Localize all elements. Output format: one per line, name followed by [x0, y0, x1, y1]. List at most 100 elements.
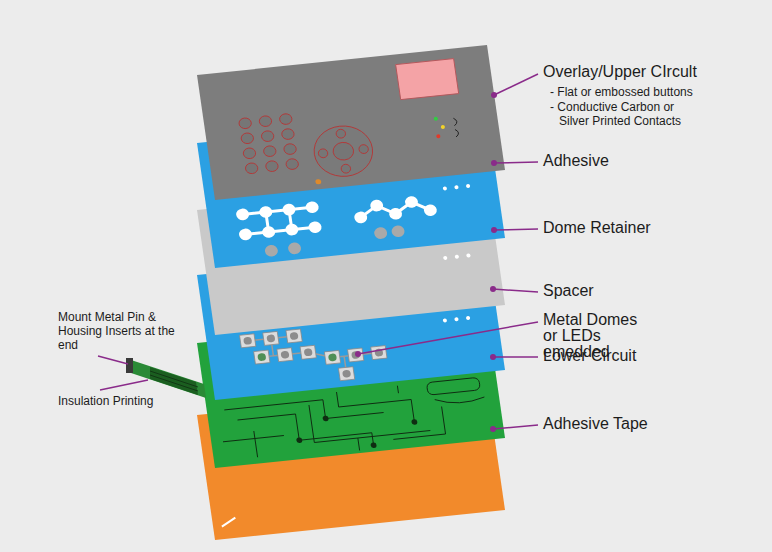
button [238, 117, 252, 129]
metal-dome [243, 337, 252, 345]
layer-label: Adhesive [543, 153, 743, 169]
dome-pad [286, 329, 302, 343]
metal-dome [304, 348, 313, 356]
vent-hole [466, 253, 471, 257]
overlay-mark [315, 179, 322, 185]
button [240, 132, 254, 144]
cutout-hole [261, 226, 275, 239]
assembly-note: Insulation Printing [58, 394, 198, 408]
circuit-trace [435, 395, 485, 406]
metal-dome [280, 351, 289, 359]
metal-dome [342, 370, 351, 378]
display-window [396, 59, 459, 100]
circuit-tail [128, 359, 206, 398]
dome-pad [263, 331, 279, 345]
leader-line [100, 380, 148, 390]
cutout-hole [391, 225, 405, 238]
metal-dome [266, 334, 275, 342]
led [257, 353, 266, 361]
button [283, 143, 297, 155]
vent-hole [454, 185, 459, 189]
dome-pad [277, 348, 293, 362]
vent-hole [466, 316, 471, 320]
button [259, 115, 273, 127]
navigation-pad [311, 123, 376, 179]
metal-dome [351, 351, 360, 359]
indicator-icon [453, 118, 459, 137]
circuit-pad [322, 415, 329, 421]
button [263, 145, 277, 157]
leader-line [493, 356, 538, 358]
leader-dot [490, 286, 496, 292]
indicator-led [436, 134, 441, 138]
leader-line [494, 162, 538, 163]
leader-line [494, 229, 538, 230]
leader-dot [355, 351, 361, 357]
vent-hole [443, 186, 448, 190]
dome-group [240, 321, 390, 391]
keypad [238, 113, 299, 174]
circuit-pad [296, 437, 303, 443]
overlay-layer [197, 45, 505, 200]
cutout-hole [308, 221, 322, 234]
cutout-hole [404, 196, 418, 209]
cutout-hole [388, 207, 402, 220]
feature-note: - Conductive Carbon or Silver Printed Co… [550, 100, 684, 128]
button [279, 113, 293, 125]
cutout-hole [373, 227, 387, 240]
dome-pad [300, 345, 316, 359]
cutout-hole [354, 211, 368, 224]
layer-label: Adhesive Tape [543, 416, 743, 432]
led [328, 353, 337, 361]
vent-hole [455, 254, 460, 258]
insulation-print [150, 367, 198, 395]
metal-pin [126, 358, 133, 373]
leader-dot [490, 426, 496, 432]
dome-pad [338, 367, 354, 381]
leader-line [494, 74, 538, 95]
dome-pad [240, 334, 256, 348]
leader-lines [98, 74, 538, 429]
leader-line [493, 289, 538, 292]
circuit-pad [370, 442, 377, 448]
cutout-hole [287, 242, 301, 255]
dome-pad [371, 346, 387, 360]
vent-hole [454, 317, 459, 321]
cutout-hole [370, 199, 384, 212]
cutout-hole [259, 206, 273, 219]
button [243, 147, 257, 159]
nav-key [341, 164, 352, 174]
vent-hole [466, 184, 471, 188]
nav-center [332, 141, 355, 161]
leader-line [493, 425, 538, 429]
button [261, 130, 275, 142]
liner-mark [221, 518, 237, 527]
dome-pad [348, 348, 364, 362]
dome-pad [324, 350, 340, 364]
cutout-hole [264, 244, 278, 257]
layer-label: Spacer [543, 283, 743, 299]
cutout-hole [282, 203, 296, 216]
layer-label: Overlay/Upper CIrcult [543, 64, 763, 80]
nav-ring [311, 123, 376, 179]
nav-key [336, 129, 347, 139]
leader-line [98, 356, 128, 364]
nav-key [358, 144, 369, 154]
layer-sheet [197, 45, 505, 200]
indicator-led [441, 125, 446, 129]
cutout-hole [235, 208, 249, 221]
button [245, 162, 259, 174]
tail-trace [150, 371, 198, 391]
cutout-hole [423, 204, 437, 217]
leader-dots [355, 92, 497, 432]
leader-dot [490, 354, 496, 360]
vent-hole [443, 256, 448, 260]
leader-dot [491, 92, 497, 98]
dome-link [248, 328, 382, 384]
indicator-led [434, 117, 439, 121]
cutout-hole [238, 228, 252, 241]
feature-note: - Flat or embossed buttons [550, 85, 760, 99]
